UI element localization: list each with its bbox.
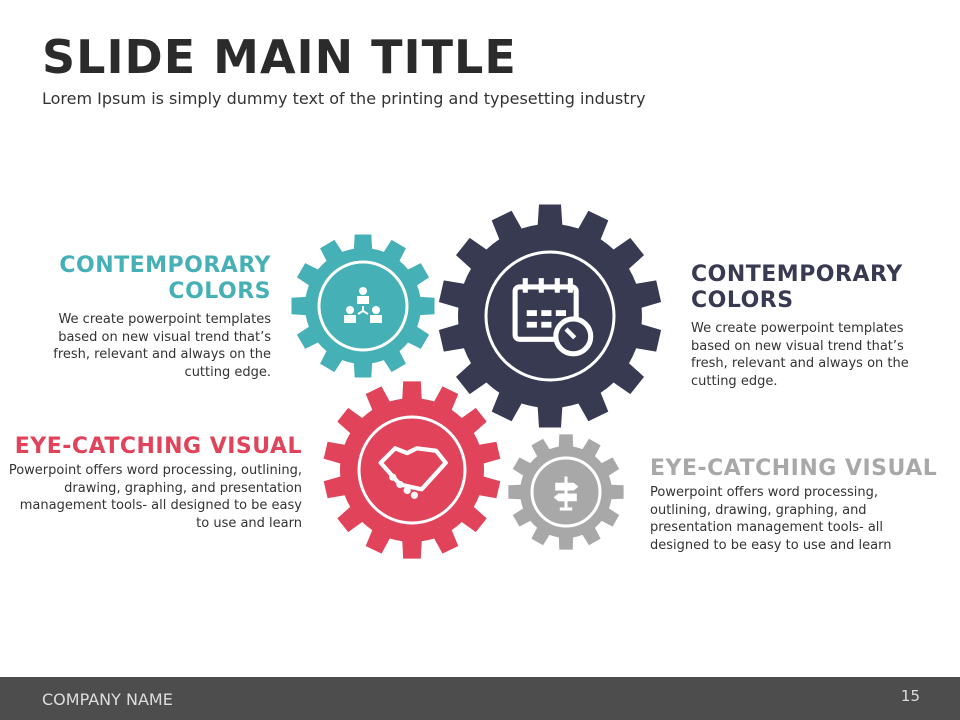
gear-ring: [530, 456, 602, 528]
block-body: Powerpoint offers word processing, outli…: [650, 485, 892, 553]
block-heading: EYE-CATCHING VISUAL: [650, 456, 938, 481]
gears-graphic: [291, 204, 662, 559]
gear-ring: [484, 250, 616, 382]
gear-signpost: [508, 434, 624, 550]
block-body: We create powerpoint templates based on …: [53, 312, 271, 380]
gear-ring: [317, 260, 409, 352]
team-hierarchy-icon: [344, 287, 382, 323]
handshake-icon: [378, 446, 448, 499]
block-heading: CONTEMPORARY COLORS: [59, 253, 271, 304]
footer: COMPANY NAME 15: [0, 677, 960, 720]
block-body: Powerpoint offers word processing, outli…: [8, 463, 302, 531]
text-block-dark: CONTEMPORARY COLORS We create powerpoint…: [691, 262, 926, 390]
company-name: COMPANY NAME: [42, 690, 173, 709]
text-block-gray: EYE-CATCHING VISUAL Powerpoint offers wo…: [650, 456, 950, 554]
gear-calendar-clock: [438, 204, 662, 428]
block-heading: CONTEMPORARY COLORS: [691, 262, 903, 313]
block-body: We create powerpoint templates based on …: [691, 321, 909, 389]
block-heading: EYE-CATCHING VISUAL: [14, 434, 302, 459]
text-block-red: EYE-CATCHING VISUAL Powerpoint offers wo…: [8, 434, 302, 532]
calendar-clock-icon: [512, 278, 594, 357]
text-block-teal: CONTEMPORARY COLORS We create powerpoint…: [30, 253, 271, 381]
signpost-icon: [553, 476, 579, 511]
slide-title: SLIDE MAIN TITLE: [42, 30, 517, 84]
slide-subtitle: Lorem Ipsum is simply dummy text of the …: [42, 89, 646, 108]
gear-handshake: [323, 381, 501, 559]
gear-team-hierarchy: [291, 234, 435, 378]
gear-ring: [357, 415, 467, 525]
page-number: 15: [900, 687, 920, 705]
